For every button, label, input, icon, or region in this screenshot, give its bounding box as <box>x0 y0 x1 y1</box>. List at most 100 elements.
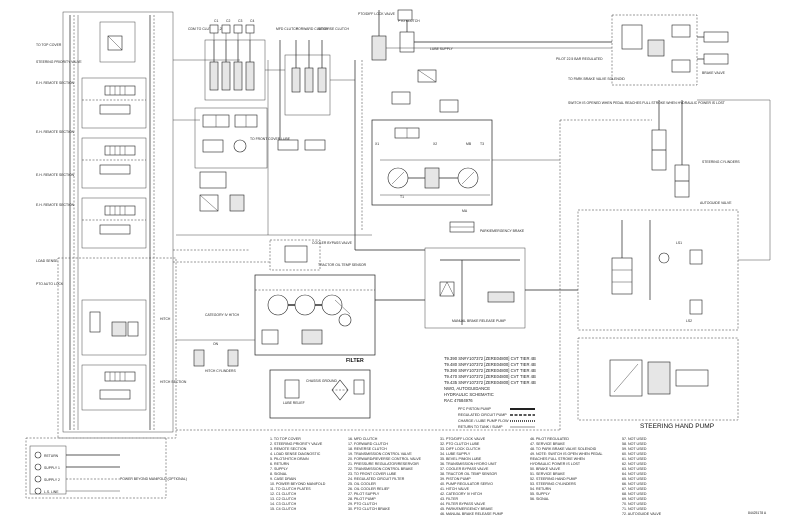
park-brake-block: PARK/EMERGENCY BRAKE MANUAL BRAKE RELEAS… <box>424 221 526 329</box>
part-list-col-4: 46. PILOT REGULATED 47. SERVICE BRAKE 48… <box>530 437 603 501</box>
part-item: 32. PTO CLUTCH LUBE <box>440 442 480 446</box>
left-note-pto-lock: PTO AUTO LOCK <box>36 282 64 286</box>
model-block: T9.390 SN#Y107372 [ZERE04800] CVT TIER 4… <box>444 356 536 403</box>
part-item: 19. TRANSMISSION CONTROL VALVE <box>348 452 412 456</box>
part-item: 50. BRAKE VALVE <box>530 467 561 471</box>
part-item: 18. REVERSE CLUTCH <box>348 447 387 451</box>
part-item: 39. PISTON PUMP <box>440 477 471 481</box>
legend-ls-line: L.S. LINE <box>44 490 59 494</box>
part-item: 63. NOT USED <box>622 467 647 471</box>
port-x2-label: X2 <box>433 142 437 146</box>
part-item: 4. LOAD SENSE DIAGNOSTIC <box>270 452 321 456</box>
cdm-to-clutch-label: CDM TO CLUTCH 1,2,3,4 <box>188 27 227 31</box>
ls1-label: LS1 <box>676 241 682 245</box>
manual-brake-release-label: MANUAL BRAKE RELEASE PUMP <box>452 319 507 323</box>
part-item: 62. NOT USED <box>622 462 647 466</box>
part-item: 28. PILOT PUMP <box>348 497 376 501</box>
model-line-3: T9.390 SN#Y107372 [ZERE04800] CVT TIER 4… <box>444 368 536 373</box>
left-note-top-cover: TO TOP COVER <box>36 43 62 47</box>
part-item: 13. C2 CLUTCH <box>270 497 297 501</box>
port-ma-label: MA <box>462 209 468 213</box>
clutch-valve-block: CDM TO CLUTCH 1,2,3,4 C1 C2 C3 C4 TO FRO… <box>188 19 291 212</box>
part-list-col-1: 1. TO TOP COVER 2. STEERING PRIORITY VAL… <box>270 437 326 511</box>
part-item: 34. LUBE SUPPLY <box>440 452 471 456</box>
part-item: 1. TO TOP COVER <box>270 437 301 441</box>
line-legend-3: CHARGE / LUBE PUMP FLOW <box>458 419 509 423</box>
part-list-col-5: 57. NOT USED 58. NOT USED 59. NOT USED 6… <box>622 437 662 516</box>
model-line-8: RAC 47684976 <box>444 398 473 403</box>
part-item: 66. NOT USED <box>622 482 647 486</box>
clutch-c1-label: C1 <box>214 19 218 23</box>
footer-code: 84425178 A <box>748 511 767 515</box>
legend-supply-1: SUPPLY 1 <box>44 466 60 470</box>
part-item: 65. NOT USED <box>622 477 647 481</box>
part-item: 68. NOT USED <box>622 492 647 496</box>
part-item: 51. SERVICE BRAKE <box>530 472 565 476</box>
line-legend-1: PFC PISTON PUMP <box>458 407 491 411</box>
remote-section-4 <box>81 364 147 411</box>
part-item: 23. TO FRONT COVER LUBE <box>348 472 397 476</box>
part-item: 42. CATEGORY IV HITCH <box>440 492 483 496</box>
part-item: 45. PARK/EMERGENCY BRAKE <box>440 507 493 511</box>
remote-section-3 <box>81 197 147 249</box>
line-legend: PFC PISTON PUMP REGULATED CIRCUIT PUMP C… <box>458 407 535 429</box>
legend-supply-2: SUPPLY 2 <box>44 478 60 482</box>
part-item: 15. C4 CLUTCH <box>270 507 297 511</box>
part-item: 7. SUPPLY <box>270 467 289 471</box>
port-t1-label: T1 <box>400 195 404 199</box>
filter-group: FILTER LUBE RELIEF CHASSIS GROUND <box>269 358 371 419</box>
pto-diff-lock-block: PTO/DIFF LOCK VALVE PTO CLUTCH LUBE SUPP… <box>354 9 540 250</box>
part-item: 60. NOT USED <box>622 452 647 456</box>
reverse-clutch-label: REVERSE CLUTCH <box>318 27 349 31</box>
hitch-section-block <box>81 299 147 356</box>
part-item: 67. NOT USED <box>622 487 647 491</box>
model-line-5: T9.435 SN#Y107372 [ZERE04800] CVT TIER 4… <box>444 380 536 385</box>
line-legend-2: REGULATED CIRCUIT PUMP <box>458 413 507 417</box>
part-item: 69. NOT USED <box>622 497 647 501</box>
hitch-cylinders-label: HITCH CYLINDERS <box>205 369 236 373</box>
part-item: 26. OIL COOLER RELIEF <box>348 487 390 491</box>
part-item: 38. TRACTOR OIL TEMP SENSOR <box>440 472 497 476</box>
part-item: 57. NOT USED <box>622 437 647 441</box>
part-item: 11. TO CLUTCH PLATES <box>270 487 311 491</box>
part-item: 61. NOT USED <box>622 457 647 461</box>
filter-label: FILTER <box>346 358 364 364</box>
port-t3-label: T3 <box>480 142 484 146</box>
left-note-remote-2: E.H. REMOTE SECTION <box>36 130 75 134</box>
port-x1-label: X1 <box>375 142 379 146</box>
part-list: 1. TO TOP COVER 2. STEERING PRIORITY VAL… <box>270 437 662 516</box>
left-note-priority: STEERING PRIORITY VALVE <box>36 60 82 64</box>
piston-pump-group <box>254 274 376 356</box>
part-item: 71. NOT USED <box>622 507 647 511</box>
cooler-block: COOLER BYPASS VALVE TRACTOR OIL TEMP SEN… <box>269 239 367 271</box>
part-item: 17. FORWARD CLUTCH <box>348 442 388 446</box>
steering-hand-pump-label: STEERING HAND PUMP <box>640 423 714 430</box>
park-emergency-brake-label: PARK/EMERGENCY BRAKE <box>480 229 525 233</box>
brake-valve-label: BRAKE VALVE <box>702 71 726 75</box>
clutch-c4-label: C4 <box>250 19 254 23</box>
part-item: 27. PILOT SUPPLY <box>348 492 380 496</box>
part-item: 16. MFD CLUTCH <box>348 437 378 441</box>
part-item: 14. C3 CLUTCH <box>270 502 297 506</box>
pilot-regulated-label: PILOT 22.5 BAR REGULATED <box>556 57 603 61</box>
part-item: 55. SUPPLY <box>530 492 551 496</box>
lube-supply-label: LUBE SUPPLY <box>430 47 454 51</box>
hydro-unit-block: X1 X2 MB T3 MA T1 <box>371 119 493 213</box>
part-item: REACHES FULL STROKE WHEN <box>530 457 585 461</box>
part-list-col-2: 16. MFD CLUTCH 17. FORWARD CLUTCH 18. RE… <box>348 437 422 511</box>
part-item: 56. SIGNAL <box>530 497 549 501</box>
part-item: 24. REGULATED CIRCUIT FILTER <box>348 477 405 481</box>
port-mb-label: MB <box>466 142 472 146</box>
legend-return: RETURN <box>44 454 59 458</box>
part-item: 35. BEVEL PINION LUBE <box>440 457 482 461</box>
remote-section-1 <box>81 77 147 129</box>
left-note-remote-4: E.H. REMOTE SECTION <box>36 203 75 207</box>
part-item: 46. PILOT REGULATED <box>530 437 569 441</box>
power-beyond-box: RETURN SUPPLY 1 SUPPLY 2 L.S. LINE POWER… <box>25 437 187 499</box>
left-note-hitch-section: HITCH SECTION <box>160 380 187 384</box>
left-note-remote-3: E.H. REMOTE SECTION <box>36 173 75 177</box>
part-item: 31. PTO/DIFF LOCK VALVE <box>440 437 486 441</box>
part-item: 30. PTO CLUTCH BRAKE <box>348 507 391 511</box>
part-item: 9. CASE DRAIN <box>270 477 296 481</box>
